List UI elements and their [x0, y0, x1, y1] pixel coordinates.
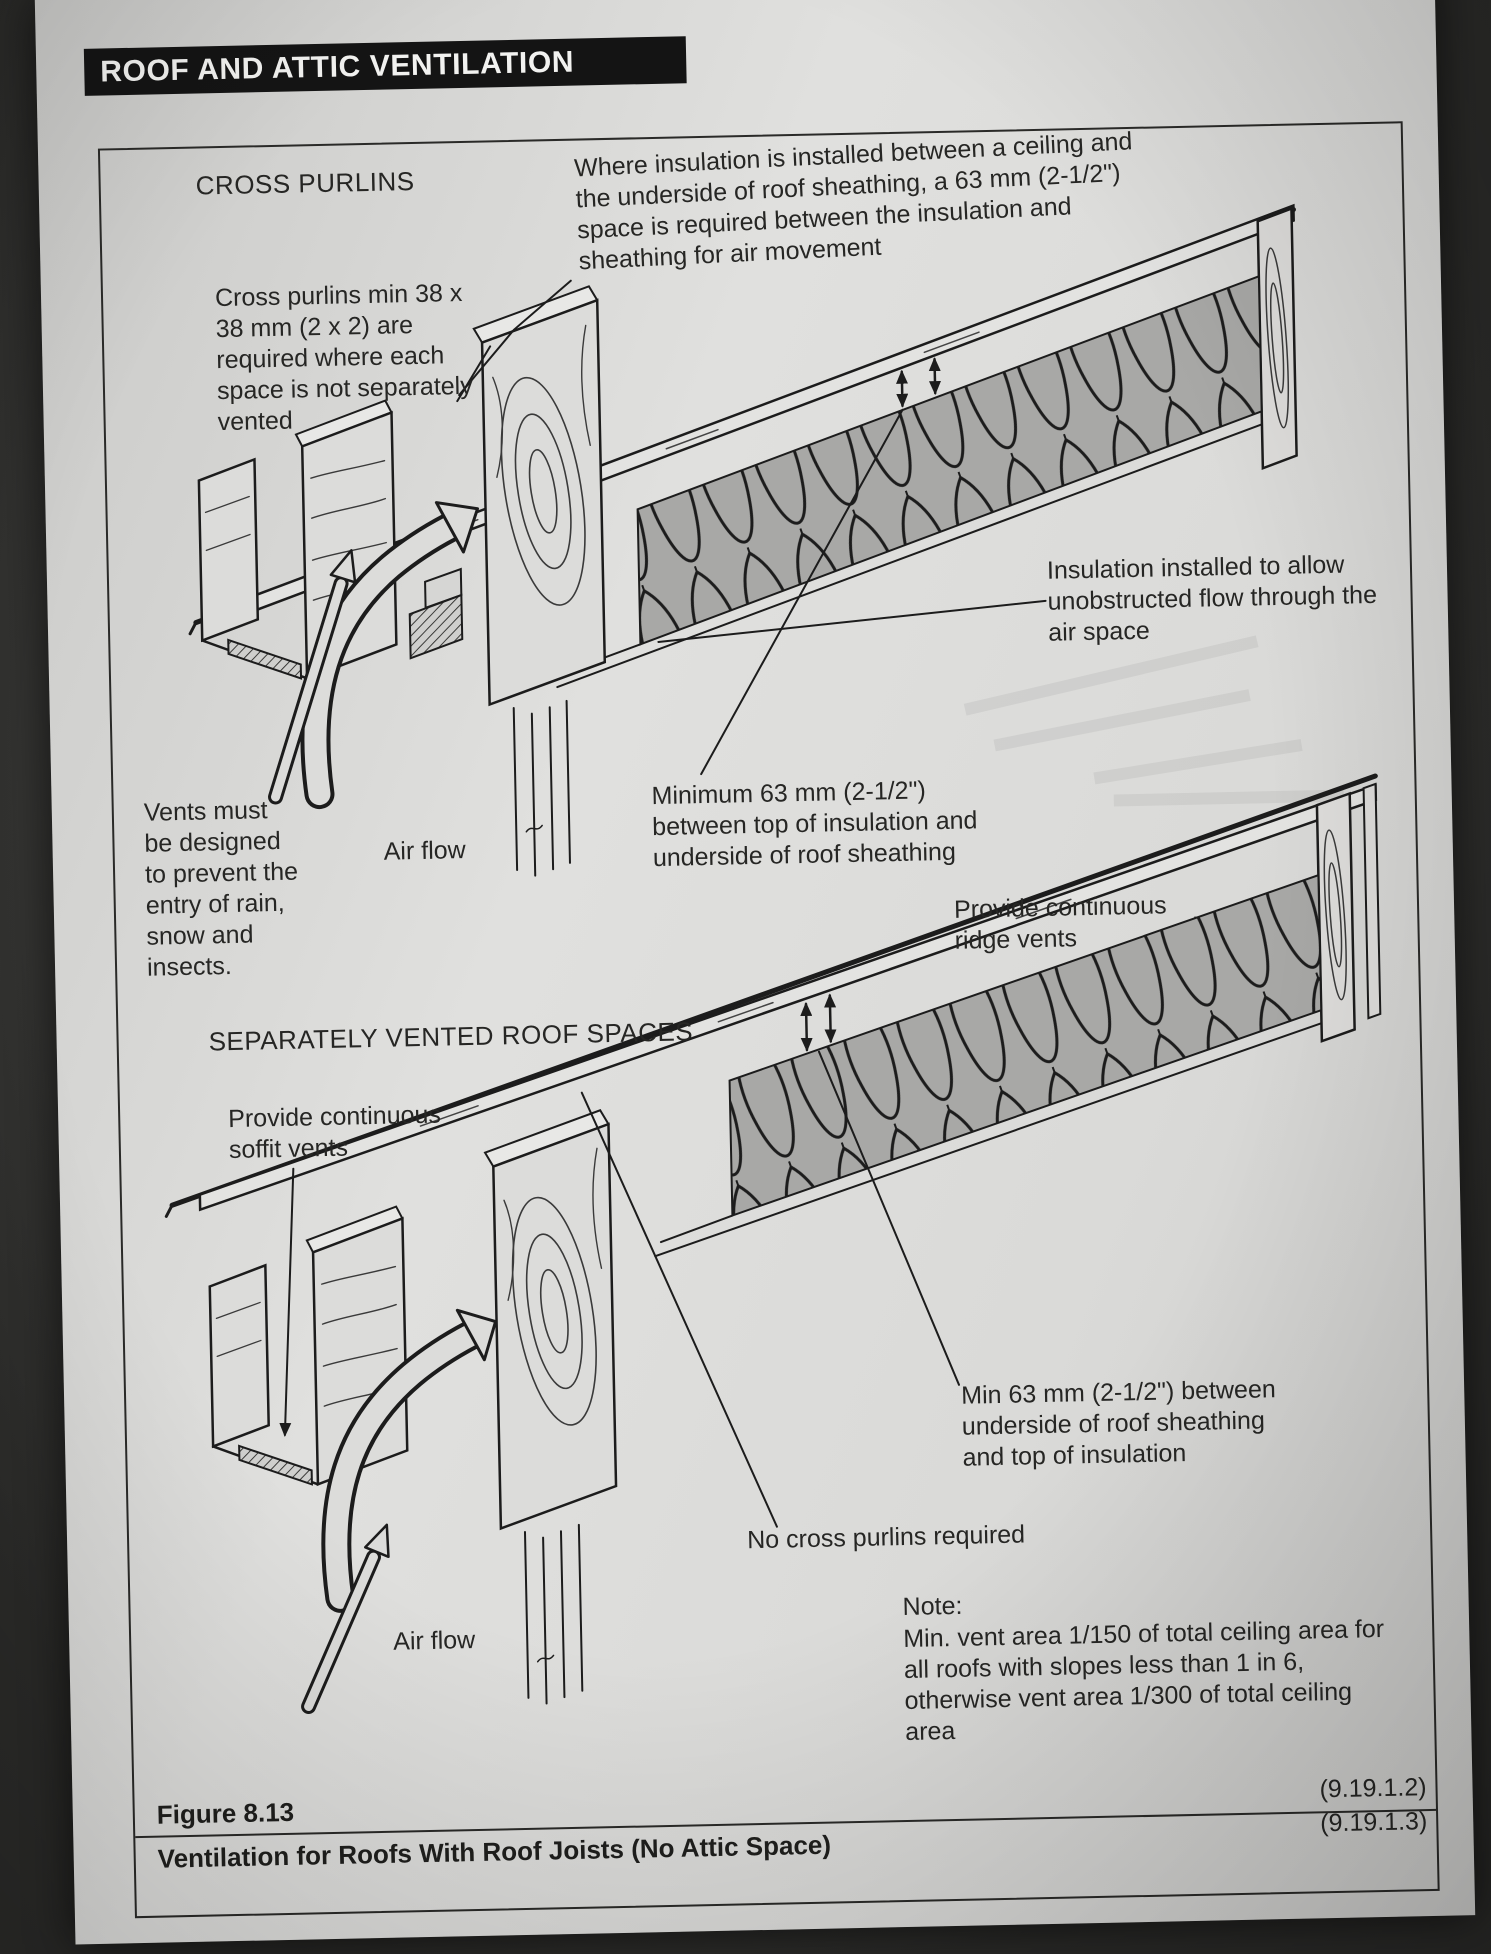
- ridge-vents-note: Provide continuous ridge vents: [953, 891, 1167, 955]
- soffit-vent-2: [238, 1444, 313, 1486]
- insulation-batts-1: [636, 274, 1263, 646]
- code-reference-1: (9.19.1.2): [1319, 1773, 1427, 1804]
- ridge-end-boards-2: [1315, 782, 1382, 1043]
- note-text: Min. vent area 1/150 of total ceiling ar…: [903, 1614, 1385, 1747]
- center-joist-2: [483, 1109, 618, 1531]
- book-page: ROOF AND ATTIC VENTILATION: [34, 0, 1476, 1945]
- cross-purlin-1: [408, 567, 464, 660]
- diagram1-title: CROSS PURLINS: [195, 165, 415, 201]
- airflow-arrow-large-1: [300, 501, 480, 810]
- eave-assembly-2: [208, 1263, 320, 1486]
- air-flow-label-1: Air flow: [383, 836, 466, 866]
- diagram-artwork: [164, 203, 1382, 1715]
- insulation-installed-note: Insulation installed to allow unobstruct…: [1046, 550, 1378, 647]
- soffit-vent-1: [227, 638, 303, 680]
- soffit-vents-note: Provide continuous soffit vents: [227, 1100, 442, 1165]
- measurement-arrows-1: [896, 357, 941, 408]
- wall-posts-2: [523, 1523, 584, 1705]
- ceiling-line-2: [654, 1022, 1323, 1258]
- leader-lines-2: [279, 1050, 960, 1528]
- code-reference-2: (9.19.1.3): [1319, 1807, 1428, 1838]
- insulation-batts-2: [728, 873, 1323, 1217]
- diagram1-artwork: [188, 203, 1298, 877]
- air-flow-label-2: Air flow: [392, 1626, 476, 1656]
- wall-posts-1: [512, 699, 571, 877]
- measurement-arrows-2: [800, 993, 837, 1052]
- cross-purlins-note: Cross purlins min 38 x 38 mm (2 x 2) are…: [214, 278, 473, 437]
- eave-assembly-1: [197, 457, 309, 680]
- airflow-arrow-large-2: [321, 1308, 498, 1613]
- min-space-note-1: Minimum 63 mm (2-1/2") between top of in…: [651, 776, 978, 873]
- airflow-arrow-small-2: [301, 1523, 390, 1715]
- leader-lines-1: [456, 279, 1047, 776]
- center-joist-1: [472, 285, 607, 707]
- end-board-1: [1256, 206, 1298, 471]
- diagram2-artwork: [164, 773, 1382, 1715]
- bleedthrough-marks: [963, 635, 1344, 807]
- airflow-arrow-small-1: [268, 549, 357, 805]
- section-header-title: ROOF AND ATTIC VENTILATION: [99, 45, 575, 89]
- figure-box: CROSS PURLINS Where insulation is instal…: [97, 121, 1440, 1919]
- note-label: Note:: [902, 1591, 963, 1622]
- section-header: ROOF AND ATTIC VENTILATION: [83, 36, 687, 96]
- figure-number: Figure 8.13: [156, 1796, 295, 1830]
- vents-design-note: Vents must be designed to prevent the en…: [143, 796, 299, 982]
- min-space-note-2: Min 63 mm (2-1/2") between underside of …: [960, 1375, 1277, 1472]
